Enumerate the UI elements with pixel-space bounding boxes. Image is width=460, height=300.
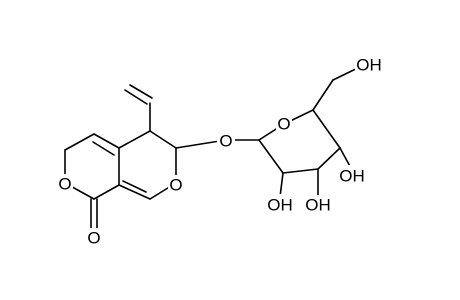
- label-ring-o-lower: O: [169, 176, 182, 195]
- atom-ring-o-upper: O: [57, 174, 73, 194]
- bond-c8-c8a: [118, 184, 151, 200]
- bond-c8-c8a-double: [122, 180, 147, 193]
- label-sugar-ring-o: O: [277, 115, 290, 134]
- bond-c4a-c4-double: [92, 141, 115, 156]
- bond-vinyl-double-b: [129, 84, 153, 99]
- atom-oh-ch2: OH: [355, 55, 384, 75]
- bond-c4a-c5: [118, 130, 151, 149]
- atom-oh-c2: OH: [266, 194, 295, 215]
- bond-c1-c8a: [93, 184, 120, 200]
- bond-c4s-c3s: [317, 147, 341, 170]
- label-oh-c2: OH: [267, 196, 293, 215]
- atom-sugar-ring-o: O: [276, 115, 292, 134]
- bond-c5-c6: [149, 130, 177, 149]
- label-ring-o-upper: O: [58, 175, 71, 194]
- bond-c5s-ch2: [312, 79, 334, 111]
- bond-vinyl-double-a: [124, 89, 148, 105]
- label-oh-c3: OH: [305, 196, 331, 215]
- atom-oh-c4: OH: [338, 165, 367, 186]
- label-carbonyl-o: O: [87, 229, 100, 248]
- bond-c2s-oh: [279, 172, 284, 198]
- atom-glycosidic-o: O: [217, 131, 235, 151]
- atom-carbonyl-o: O: [86, 228, 102, 248]
- atom-label-layer: O O O O O OH O: [57, 55, 384, 248]
- bond-c4a-c4: [93, 133, 120, 149]
- label-oh-ch2: OH: [356, 56, 382, 75]
- bond-c5s-c4s: [312, 109, 341, 149]
- label-oh-c4: OH: [339, 167, 365, 186]
- atom-ring-o-lower: O: [168, 175, 184, 195]
- atom-oh-c3: OH: [303, 195, 332, 215]
- bond-c3s-c2s: [282, 168, 319, 174]
- bond-c4-ch2: [64, 133, 95, 151]
- bond-c2s-c1s: [258, 139, 284, 174]
- label-glycosidic-o: O: [219, 132, 232, 151]
